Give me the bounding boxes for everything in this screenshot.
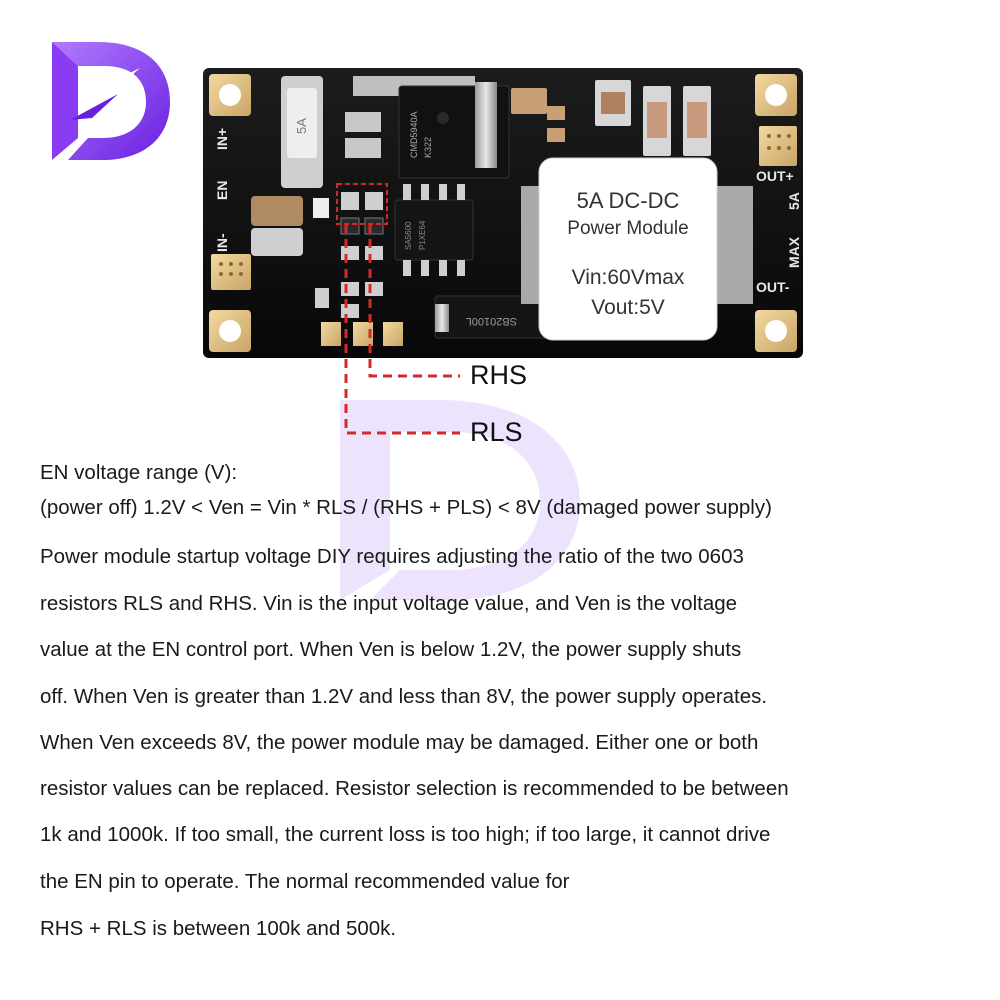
capacitor xyxy=(251,196,303,226)
svg-text:SB20100L: SB20100L xyxy=(466,315,517,327)
description-line-5: value at the EN control port. When Ven i… xyxy=(40,638,742,661)
module-label xyxy=(538,157,718,341)
svg-text:CMD5940A: CMD5940A xyxy=(409,111,419,158)
rhs-label: RHS xyxy=(470,360,528,390)
rls-label: RLS xyxy=(470,417,523,447)
label-max: MAX xyxy=(786,236,802,268)
svg-text:P1XE64: P1XE64 xyxy=(418,220,427,250)
description-line-4: resistors RLS and RHS. Vin is the input … xyxy=(40,592,738,615)
label-in-plus: IN+ xyxy=(214,128,230,150)
label-out-plus: OUT+ xyxy=(756,168,794,184)
output-pads xyxy=(759,126,797,166)
label-en: EN xyxy=(214,181,230,200)
description-line-7: When Ven exceeds 8V, the power module ma… xyxy=(40,731,759,754)
description-line-1: EN voltage range (V): xyxy=(40,461,238,484)
description-line-3: Power module startup voltage DIY require… xyxy=(40,545,744,568)
module-vout: Vout:5V xyxy=(591,296,665,319)
description-line-9: 1k and 1000k. If too small, the current … xyxy=(40,823,771,846)
description-line-11: RHS + RLS is between 100k and 500k. xyxy=(40,917,397,940)
brand-logo xyxy=(52,42,170,160)
description-line-8: resistor values can be replaced. Resisto… xyxy=(40,777,789,800)
power-module-board: IN+ EN IN- OUT+ OUT- 5A MAX 5A CMD5940A … xyxy=(203,68,803,358)
description-line-6: off. When Ven is greater than 1.2V and l… xyxy=(40,685,768,708)
capacitor xyxy=(511,88,547,114)
module-title: 5A DC-DC xyxy=(577,188,680,213)
module-subtitle: Power Module xyxy=(567,218,688,239)
label-out-minus: OUT- xyxy=(756,279,790,295)
mounting-holes xyxy=(209,74,797,352)
label-5a: 5A xyxy=(786,192,802,210)
brand-watermark xyxy=(340,400,580,600)
svg-text:K322: K322 xyxy=(423,137,433,158)
description-line-10: the EN pin to operate. The normal recomm… xyxy=(40,870,570,893)
label-in-minus: IN- xyxy=(214,233,230,252)
svg-text:SA5600: SA5600 xyxy=(404,221,413,250)
description-line-2: (power off) 1.2V < Ven = Vin * RLS / (RH… xyxy=(40,496,772,519)
module-vin: Vin:60Vmax xyxy=(572,266,685,289)
svg-text:5A: 5A xyxy=(294,118,309,134)
